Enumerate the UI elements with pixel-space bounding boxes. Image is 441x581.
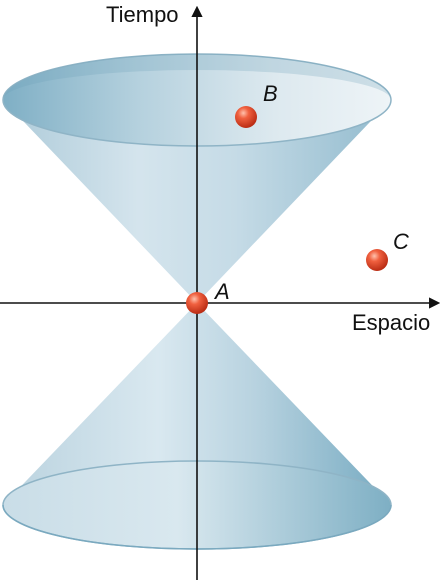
event-c-label: C [393,229,409,254]
time-axis-label: Tiempo [106,2,179,27]
event-c: C [366,229,409,271]
future-cone-rim-inner-shade [3,54,391,100]
event-c-marker [366,249,388,271]
event-a-label: A [213,279,230,304]
event-b: B [235,81,278,128]
event-a: A [186,279,230,314]
space-axis-label: Espacio [352,310,430,335]
event-a-marker [186,292,208,314]
event-b-marker [235,106,257,128]
event-b-label: B [263,81,278,106]
